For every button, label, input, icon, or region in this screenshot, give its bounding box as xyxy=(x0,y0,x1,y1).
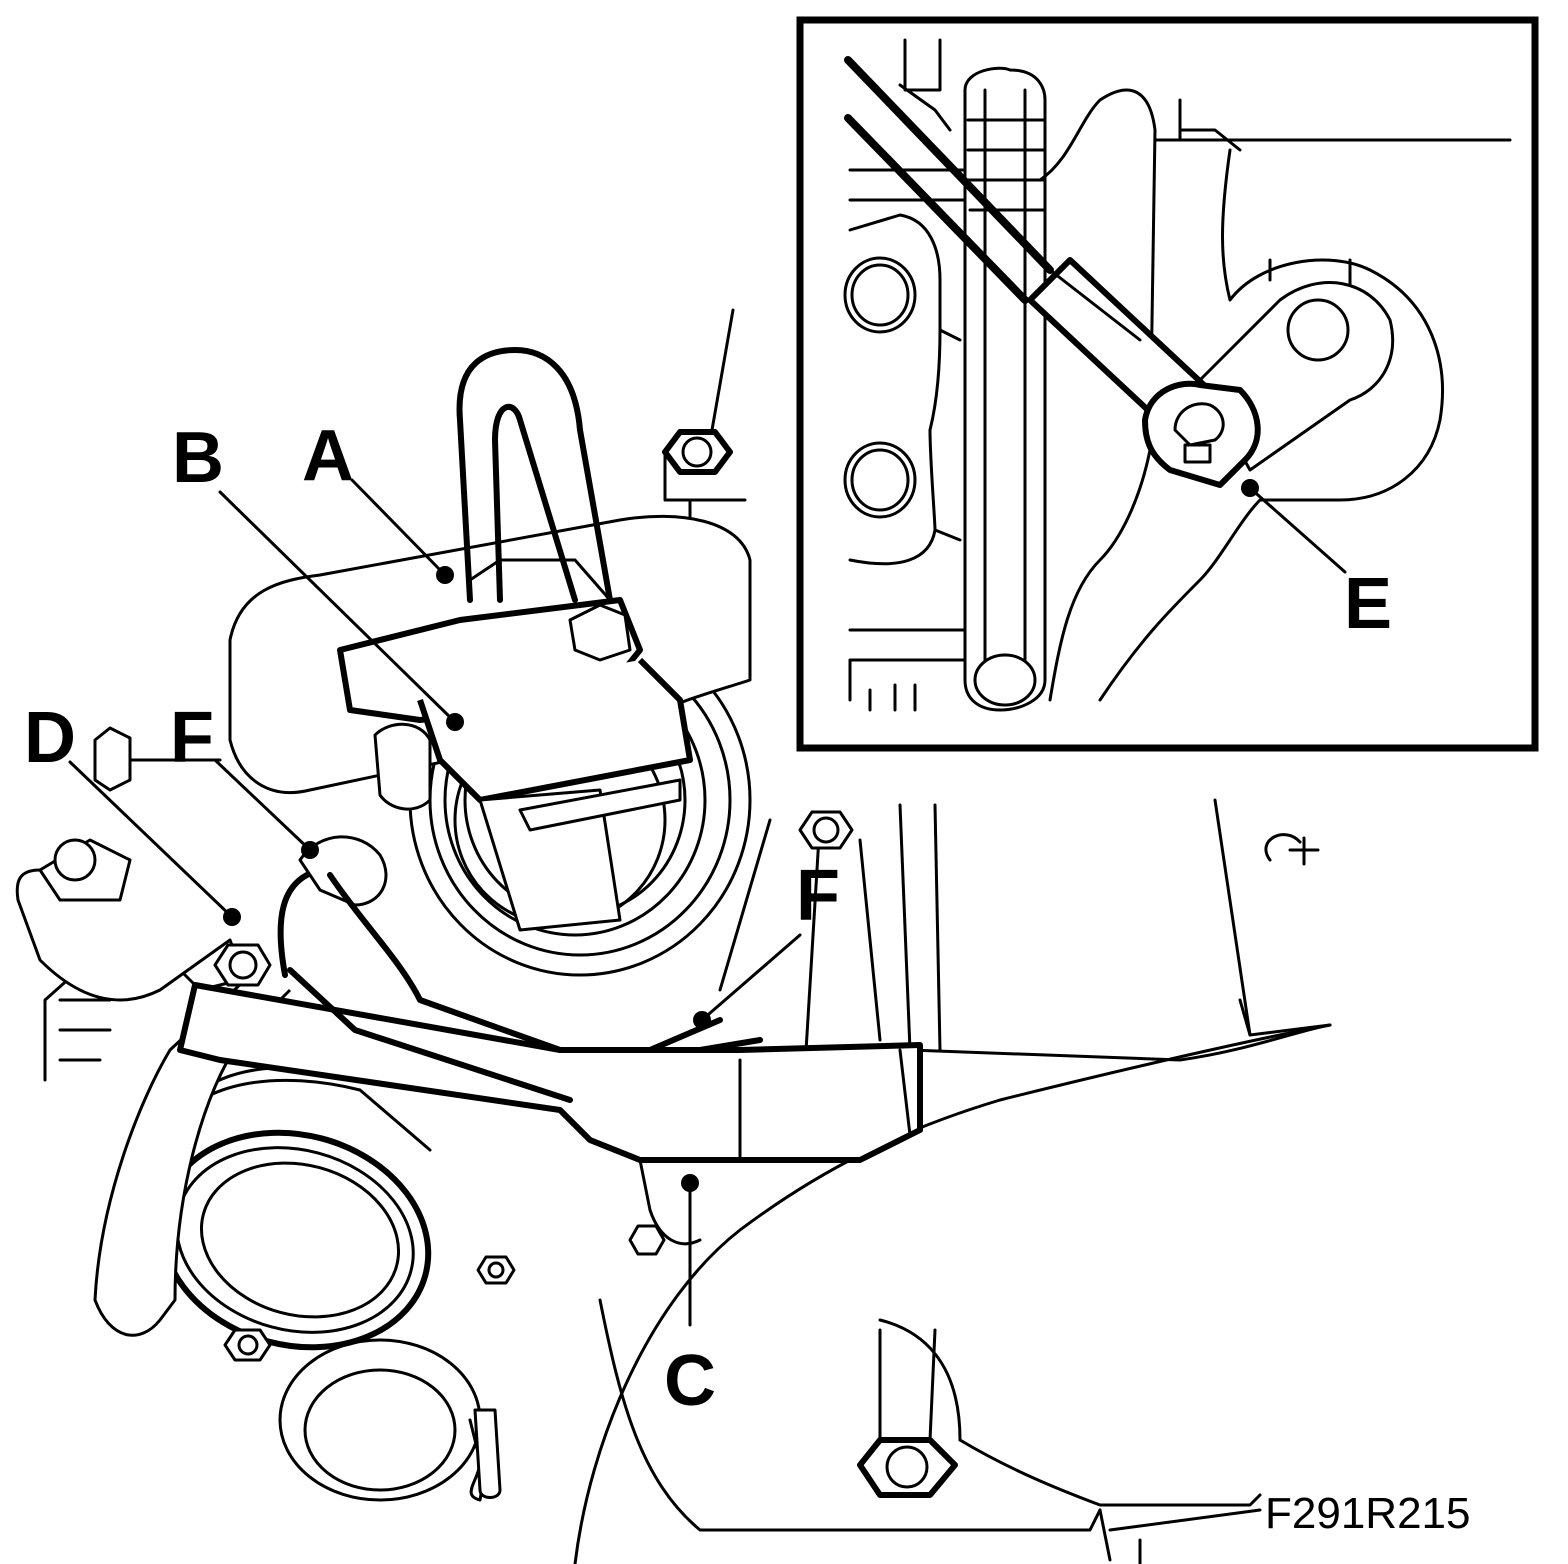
leader-d-dot xyxy=(223,908,241,926)
callout-labels: A B C D E F F xyxy=(24,416,1392,1421)
u-hose xyxy=(456,347,613,603)
leader-e xyxy=(1248,486,1347,574)
callout-f-right: F xyxy=(796,856,840,936)
leader-f-right-dot xyxy=(693,1011,711,1029)
f-connector-right xyxy=(647,1017,763,1053)
wrench-handle xyxy=(844,56,1054,274)
leader-code xyxy=(1108,1508,1262,1532)
callout-a: A xyxy=(302,416,354,496)
leader-c-dot xyxy=(681,1174,699,1192)
callout-f-left: F xyxy=(170,698,214,778)
leader-lines xyxy=(68,478,1347,1532)
main-view xyxy=(15,308,1332,1564)
leader-e-dot xyxy=(1241,479,1259,497)
leader-f-left xyxy=(213,758,312,852)
callout-b: B xyxy=(172,418,224,498)
d-bolt xyxy=(213,943,272,987)
lower-bolt xyxy=(857,1328,958,1498)
figure-code: F291R215 xyxy=(1265,1489,1470,1538)
small-bolt-4 xyxy=(798,810,854,850)
sensor xyxy=(93,726,222,792)
housing-edge xyxy=(908,1023,1332,1062)
leader-d xyxy=(68,760,234,919)
round-cap xyxy=(278,1338,502,1502)
callout-d: D xyxy=(24,698,76,778)
small-bolt-1 xyxy=(223,1328,272,1362)
callout-e: E xyxy=(1344,564,1392,644)
leader-a xyxy=(350,478,447,577)
inset-detail xyxy=(796,16,1539,752)
small-bolt-3 xyxy=(628,1224,666,1256)
valve-body xyxy=(337,597,693,932)
small-bolt-2 xyxy=(476,1255,516,1285)
leader-f-left-dot xyxy=(301,841,319,859)
callout-c: C xyxy=(664,1341,716,1421)
leader-a-dot xyxy=(436,566,454,584)
leader-b-dot xyxy=(446,713,464,731)
main-pipe xyxy=(177,872,923,1163)
left-hose xyxy=(15,868,292,1337)
leader-b xyxy=(218,490,457,724)
leader-f-right xyxy=(700,933,802,1022)
